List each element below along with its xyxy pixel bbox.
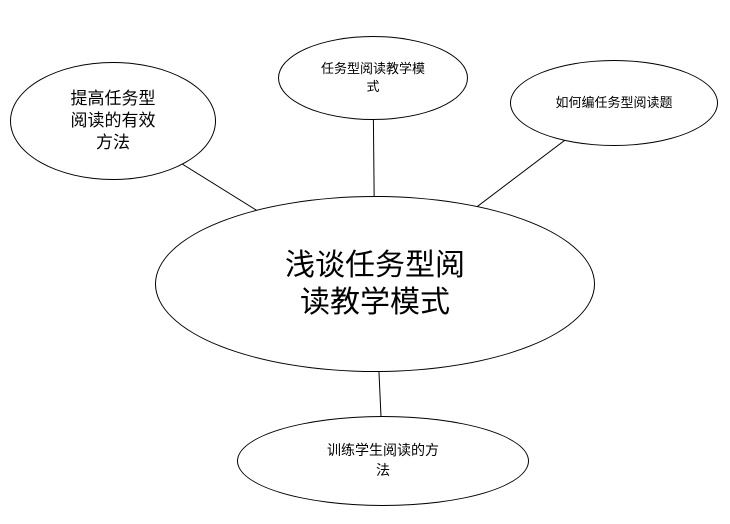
node-teaching-model-label: 任务型阅读教学模 式 bbox=[320, 60, 425, 94]
node-improve-methods-label: 提高任务型 阅读的有效 方法 bbox=[70, 88, 156, 153]
node-training-methods[interactable]: 训练学生阅读的方 法 bbox=[237, 416, 529, 506]
node-teaching-model[interactable]: 任务型阅读教学模 式 bbox=[278, 36, 468, 120]
node-write-questions-label: 如何编任务型阅读题 bbox=[555, 94, 673, 110]
node-training-methods-label: 训练学生阅读的方 法 bbox=[327, 442, 439, 478]
node-central-topic-label: 浅谈任务型阅 读教学模式 bbox=[285, 248, 465, 320]
node-improve-methods[interactable]: 提高任务型 阅读的有效 方法 bbox=[10, 62, 216, 180]
node-write-questions[interactable]: 如何编任务型阅读题 bbox=[510, 60, 718, 146]
node-central-topic[interactable]: 浅谈任务型阅 读教学模式 bbox=[155, 196, 595, 372]
